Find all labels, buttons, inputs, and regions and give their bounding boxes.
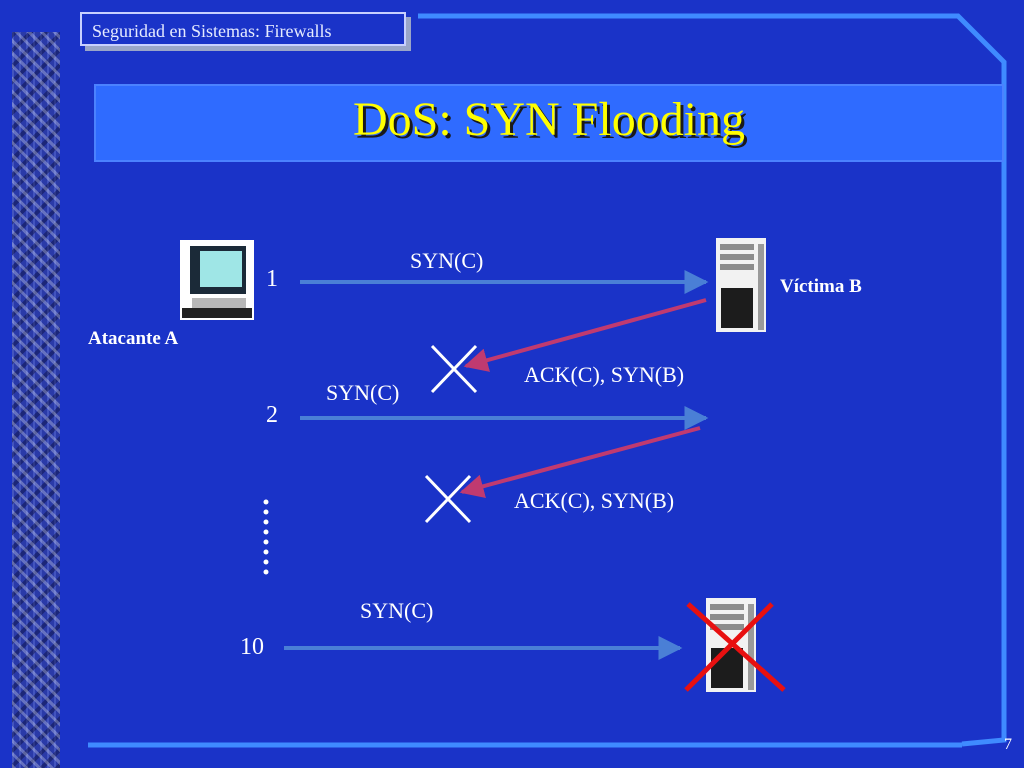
syn-label-1: SYN(C) (410, 248, 484, 273)
syn-label-2: SYN(C) (326, 380, 400, 405)
step-number-10: 10 (240, 634, 264, 660)
blocked-x-2 (424, 474, 472, 524)
step-number-1: 1 (266, 266, 278, 292)
reply-label-1: ACK(C), SYN(B) (524, 362, 685, 387)
attacker-computer-icon (180, 240, 254, 320)
server-down-x (684, 602, 786, 692)
slide-title: DoS: SYN Flooding (352, 93, 746, 146)
title-band: DoS: SYN Flooding (94, 84, 1004, 162)
attacker-label: Atacante A (88, 328, 179, 349)
crashed-server-icon (706, 598, 756, 692)
reply-arrow-2 (459, 426, 701, 498)
continuation-dots (263, 499, 269, 575)
reply-label-2: ACK(C), SYN(B) (514, 488, 675, 513)
header-tag: Seguridad en Sistemas: Firewalls (80, 12, 406, 46)
syn-label-10: SYN(C) (360, 598, 434, 623)
step-number-2: 2 (266, 402, 278, 428)
decorative-side-strip (12, 32, 60, 768)
page-number: 7 (1004, 736, 1012, 753)
victim-label: Víctima B (780, 276, 862, 297)
reply-arrow-1 (463, 298, 707, 372)
victim-server-icon (716, 238, 766, 332)
slide-frame (88, 13, 1007, 748)
blocked-x-1 (430, 344, 478, 394)
